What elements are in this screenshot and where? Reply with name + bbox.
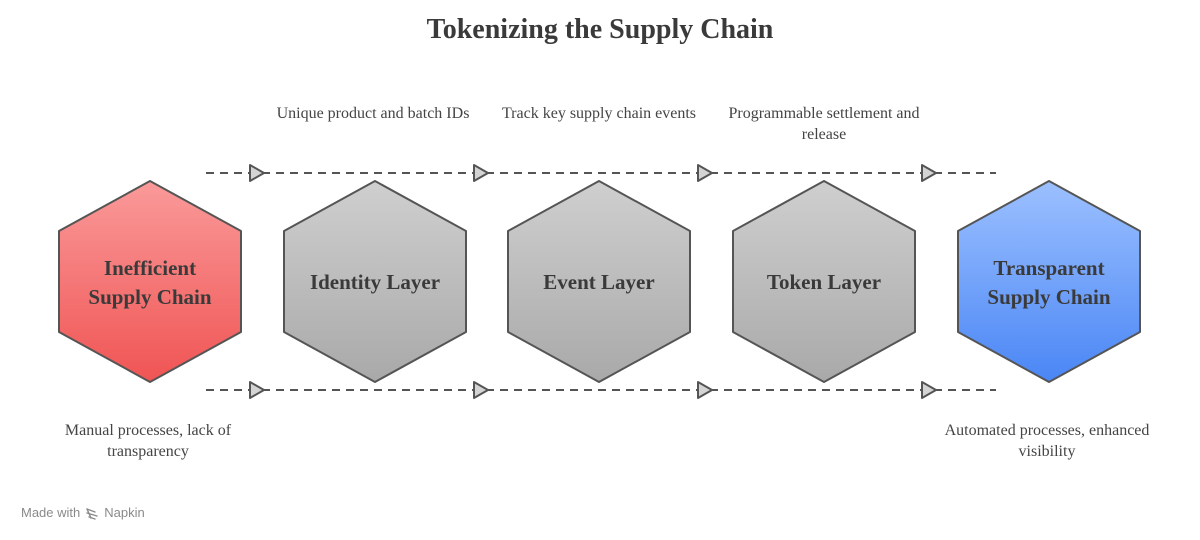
napkin-brand-label: Napkin [104,505,145,520]
hexagon-transparent-supply-chain [957,180,1141,383]
hexagon-identity-layer [283,180,467,383]
stage-label-token: Token Layer [767,270,881,294]
caption-identity: Unique product and batch IDs [276,105,470,122]
stage-label-identity: Identity Layer [310,270,440,294]
flow-arrow-icon [249,164,265,182]
flow-arrow-icon [697,381,713,399]
stage-label-transparent-line2: Supply Chain [987,285,1110,309]
flow-arrow-icon [697,164,713,182]
flow-arrow-icon [921,164,937,182]
napkin-logo-icon [86,507,98,520]
hexagon-inefficient-supply-chain [58,180,242,383]
hexagon-event-layer [507,180,691,383]
caption-inefficient: Manual processes, lack of transparency [64,422,232,460]
made-with-napkin-footer: Made with Napkin [21,505,145,520]
flow-arrow-icon [249,381,265,399]
made-with-label: Made with [21,505,81,520]
caption-token: Programmable settlement and release [728,105,920,143]
flow-arrow-icon [921,381,937,399]
flow-arrow-icon [473,164,489,182]
stage-label-event: Event Layer [543,270,654,294]
stage-label-inefficient-line1: Inefficient [104,256,196,280]
hexagon-token-layer [732,180,916,383]
caption-event: Track key supply chain events [501,105,697,122]
bottom-flow-arrows [249,381,937,399]
top-flow-arrows [249,164,937,182]
caption-transparent: Automated processes, enhanced visibility [944,422,1150,460]
flow-arrow-icon [473,381,489,399]
diagram-title: Tokenizing the Supply Chain [426,14,774,45]
stage-label-transparent-line1: Transparent [993,256,1104,280]
stage-label-inefficient-line2: Supply Chain [88,285,211,309]
